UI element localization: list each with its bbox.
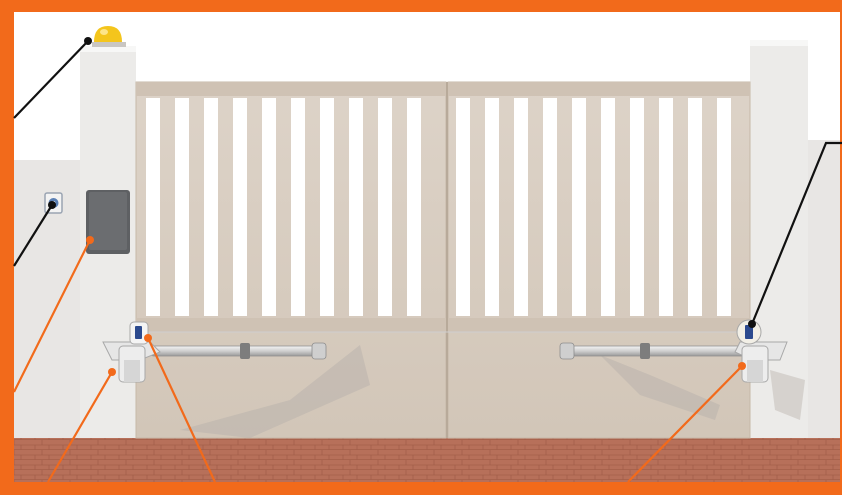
gate-slat-gap [262, 98, 276, 316]
gate-slat-gap [601, 98, 615, 316]
gate-slat-gap [233, 98, 247, 316]
gate-slat-gap [630, 98, 644, 316]
right-pillar-cap [750, 40, 808, 46]
right-wall [808, 140, 840, 440]
gate-slat-gap [291, 98, 305, 316]
gate-slat-gap [175, 98, 189, 316]
gate-slat-gap [572, 98, 586, 316]
gate-slat-gap [688, 98, 702, 316]
gate-slat-gap [407, 98, 421, 316]
gate-slat-gap [146, 98, 160, 316]
gate-slat-gap [514, 98, 528, 316]
brick-paving [14, 438, 840, 482]
gate-slat-gap [349, 98, 363, 316]
gate-slat-gap [456, 98, 470, 316]
gate-slat-gap [543, 98, 557, 316]
gate-slat-gap [717, 98, 731, 316]
control-box-icon [86, 190, 130, 254]
gate-right-leaf [448, 82, 750, 438]
gate-slat-gap [485, 98, 499, 316]
gate-slat-gap [378, 98, 392, 316]
gate-slat-gap [659, 98, 673, 316]
gate-left-leaf [136, 82, 446, 438]
gate-slat-gap [204, 98, 218, 316]
gate-slat-gap [320, 98, 334, 316]
